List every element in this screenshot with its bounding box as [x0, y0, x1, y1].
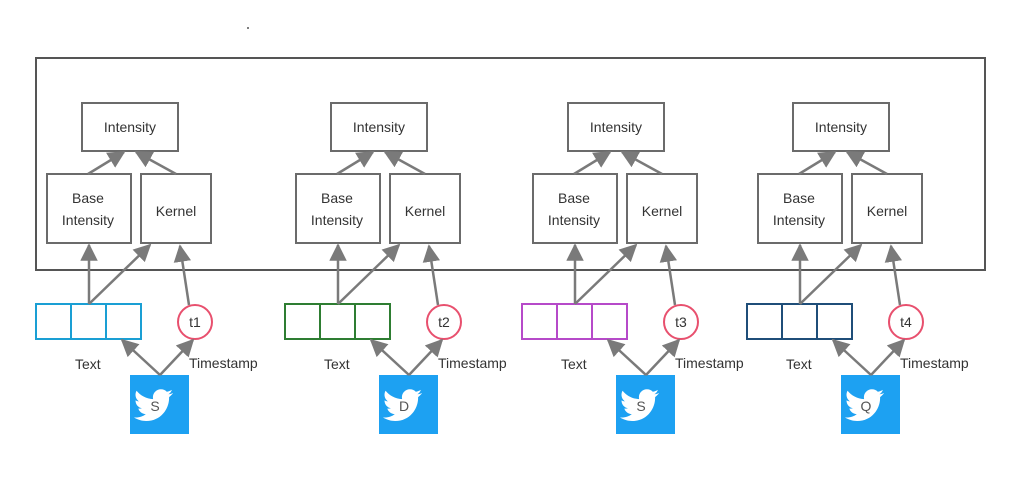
twitter-bird-icon: [619, 389, 660, 421]
tweet-user-letter: S: [636, 398, 645, 414]
kernel-label: Kernel: [642, 203, 682, 219]
base-intensity-label-line1: Base: [72, 190, 104, 206]
text-label: Text: [324, 356, 350, 372]
arrow-text-to-kernel: [574, 243, 638, 305]
time-node: [888, 304, 924, 340]
arrow-time-to-kernel: [422, 244, 441, 306]
intensity-label: Intensity: [590, 119, 642, 135]
tweet-user-letter: D: [399, 398, 409, 414]
time-node-label: t2: [438, 314, 450, 330]
arrow-tweet-to-text: [606, 338, 647, 376]
tweet-icon: D: [379, 375, 438, 434]
arrow-base-to-intensity: [336, 150, 375, 176]
arrow-base-to-intensity: [87, 150, 126, 176]
time-node: [426, 304, 462, 340]
arrow-time-to-kernel: [884, 244, 903, 306]
stray-dot: [247, 27, 249, 29]
text-vector-cell: [781, 303, 818, 340]
intensity-box: [567, 102, 665, 152]
intensity-label: Intensity: [815, 119, 867, 135]
text-vector-cell: [35, 303, 72, 340]
timestamp-label: Timestamp: [900, 355, 969, 371]
text-label: Text: [75, 356, 101, 372]
text-vector-cell: [70, 303, 107, 340]
time-node: [663, 304, 699, 340]
tweet-icon: S: [130, 375, 189, 434]
text-vector-cell: [284, 303, 321, 340]
text-vector-cell: [816, 303, 853, 340]
time-node-label: t4: [900, 314, 912, 330]
base-intensity-box: [532, 173, 618, 244]
arrow-kernel-to-intensity: [134, 150, 177, 176]
text-vector-cell: [746, 303, 783, 340]
twitter-bird-icon: [844, 389, 885, 421]
base-intensity-label-line1: Base: [321, 190, 353, 206]
arrow-tweet-to-time: [408, 338, 444, 376]
intensity-box: [792, 102, 890, 152]
timestamp-label: Timestamp: [189, 355, 258, 371]
intensity-box: [81, 102, 179, 152]
arrow-tweet-to-time: [159, 338, 195, 376]
timestamp-label: Timestamp: [675, 355, 744, 371]
arrow-base-to-intensity: [573, 150, 612, 176]
base-intensity-label-line2: Intensity: [548, 212, 600, 228]
base-intensity-label-line1: Base: [558, 190, 590, 206]
arrow-tweet-to-time: [870, 338, 906, 376]
time-node-label: t3: [675, 314, 687, 330]
arrow-time-to-kernel: [659, 244, 678, 306]
arrow-tweet-to-time: [645, 338, 681, 376]
tweet-user-letter: Q: [861, 398, 872, 414]
kernel-box: [140, 173, 212, 244]
intensity-label: Intensity: [104, 119, 156, 135]
twitter-bird-icon: [382, 389, 423, 421]
base-intensity-label-line2: Intensity: [62, 212, 114, 228]
text-vector-cell: [354, 303, 391, 340]
text-vector-cell: [591, 303, 628, 340]
base-intensity-label-line2: Intensity: [311, 212, 363, 228]
text-label: Text: [561, 356, 587, 372]
text-vector-cell: [521, 303, 558, 340]
tweet-icon: S: [616, 375, 675, 434]
text-vector-cell: [319, 303, 356, 340]
tweet-icon: Q: [841, 375, 900, 434]
kernel-label: Kernel: [156, 203, 196, 219]
kernel-label: Kernel: [867, 203, 907, 219]
arrow-kernel-to-intensity: [845, 150, 888, 176]
text-vector-cell: [105, 303, 142, 340]
arrow-base-to-intensity: [798, 150, 837, 176]
base-intensity-label-line2: Intensity: [773, 212, 825, 228]
kernel-label: Kernel: [405, 203, 445, 219]
twitter-bird-icon: [133, 389, 174, 421]
text-label: Text: [786, 356, 812, 372]
timestamp-label: Timestamp: [438, 355, 507, 371]
arrow-time-to-kernel: [173, 244, 192, 306]
arrow-text-to-kernel: [88, 243, 152, 305]
intensity-label: Intensity: [353, 119, 405, 135]
text-vector-cell: [556, 303, 593, 340]
time-node-label: t1: [189, 314, 201, 330]
intensity-box: [330, 102, 428, 152]
arrow-tweet-to-text: [831, 338, 872, 376]
arrow-tweet-to-text: [120, 338, 161, 376]
base-intensity-box: [757, 173, 843, 244]
arrow-text-to-kernel: [799, 243, 863, 305]
arrow-kernel-to-intensity: [620, 150, 663, 176]
time-node: [177, 304, 213, 340]
arrow-text-to-kernel: [337, 243, 401, 305]
arrow-kernel-to-intensity: [383, 150, 426, 176]
base-intensity-box: [295, 173, 381, 244]
base-intensity-box: [46, 173, 132, 244]
arrow-tweet-to-text: [369, 338, 410, 376]
kernel-box: [389, 173, 461, 244]
tweet-user-letter: S: [150, 398, 159, 414]
base-intensity-label-line1: Base: [783, 190, 815, 206]
